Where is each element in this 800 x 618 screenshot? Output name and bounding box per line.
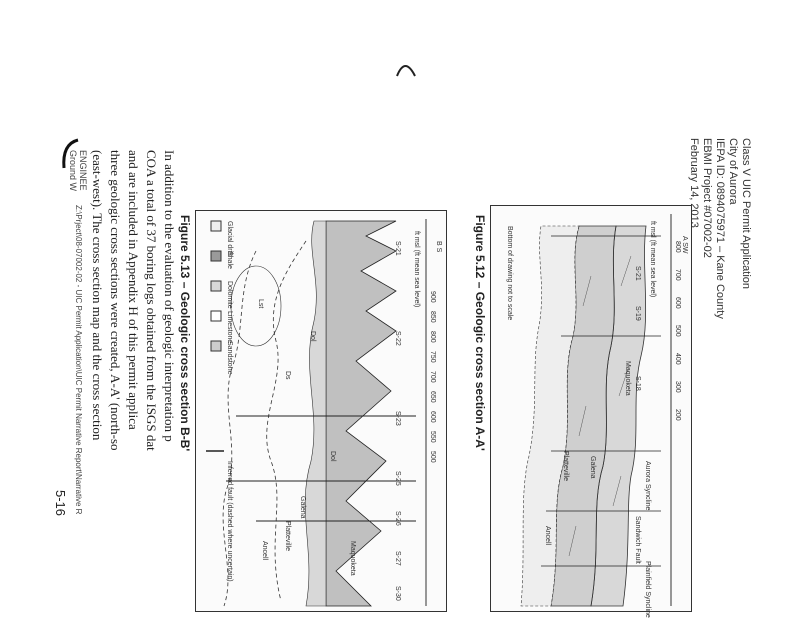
header-line-2: City of Aurora (727, 138, 739, 205)
figure-a-structure-aurora: Aurora Syncline (644, 461, 651, 511)
header-line-4: EBMI Project #07002-02 (701, 138, 713, 258)
figure-b-well-s21: S-21 (394, 241, 401, 256)
ytick-label: 700 (674, 269, 681, 281)
legend-inferred-fault: Inferred fault (dashed where uncertain) (226, 461, 233, 582)
ytick-label: 500 (674, 325, 681, 337)
figure-b-unit-maquoketa: Maquoketa (349, 541, 356, 576)
legend-limestone: Limestone (226, 311, 233, 344)
body-line-3: and are included in Appendix H of this p… (126, 150, 141, 430)
ytick-label: 850 (429, 311, 436, 323)
figure-a-unit-galena: Galena (589, 456, 596, 479)
ytick-label: 200 (674, 409, 681, 421)
figure-b-yaxis-label: ft msl (ft mean sea level) (413, 231, 420, 308)
footer-left-1: ENGINEE (78, 150, 88, 191)
hole-punch-icon (396, 65, 416, 77)
figure-a-note: Bottom of drawing not to scale (506, 226, 513, 321)
body-line-5: (east-west). The cross section map and t… (90, 150, 105, 441)
footer-path: Z:\Prject\08-07002-02 - UIC Permit Appli… (74, 205, 83, 515)
ytick-label: 500 (429, 451, 436, 463)
figure-b-well-s25: S-25 (394, 471, 401, 486)
ytick-label: 700 (429, 371, 436, 383)
body-line-1: In addition to the evaluation of geologi… (162, 150, 177, 442)
footer-left-2: Ground W (68, 150, 78, 192)
figure-a-well-s21: S-21 (634, 266, 641, 281)
figure-b-unit-platteville: Platteville (284, 521, 291, 551)
figure-a-unit-maquoketa: Maquoketa (624, 361, 631, 396)
figure-b-well-s30: S-30 (394, 586, 401, 601)
figure-a-structure-sandwich: Sandwich Fault (634, 516, 641, 564)
figure-cross-section-b: B S ft msl (ft mean sea level) S-21 S-22… (195, 210, 447, 612)
figure-cross-section-a: A SW ft msl (ft mean sea level) S-21 S-1… (490, 205, 692, 618)
figure-a-well-s18: S-18 (634, 376, 641, 391)
ytick-label: 800 (674, 241, 681, 253)
figure-a-unit-ancell: Ancell (544, 526, 551, 546)
body-line-4: three geologic cross sections were creat… (108, 150, 123, 451)
header-line-1: Class V UIC Permit Application (740, 138, 752, 289)
ytick-label: 750 (429, 351, 436, 363)
ytick-label: 800 (429, 331, 436, 343)
figure-a-yaxis-label: ft msl (ft mean sea level) (649, 221, 656, 298)
ytick-label: 550 (429, 431, 436, 443)
ytick-label: 650 (429, 391, 436, 403)
figure-b-well-s22: S-22 (394, 331, 401, 346)
legend-shale: Shale (226, 251, 233, 269)
figure-b-unit-dol-2: Dol (329, 451, 336, 462)
ytick-label: 900 (429, 291, 436, 303)
figure-b-unit-lst: Lst (257, 299, 264, 309)
figure-a-structure-plainfield: Plainfield Syncline (644, 561, 651, 618)
figure-a-end-left: A SW (681, 236, 688, 254)
binding-mark-icon (62, 138, 79, 169)
cross-section-b-drawing (206, 219, 427, 607)
page-number: 5-16 (53, 490, 68, 517)
figure-b-well-s26: S-26 (394, 511, 401, 526)
ytick-label: 300 (674, 381, 681, 393)
header-line-3: IEPA ID: 0894075971 – Kane County (714, 138, 726, 319)
legend-dolomite: Dolomite (226, 281, 233, 309)
body-line-2: COA a total of 37 boring logs obtained f… (144, 150, 159, 451)
figure-b-caption: Figure 5.13 – Geologic cross section B-B… (178, 215, 192, 452)
figure-b-well-s23: S-23 (394, 411, 401, 426)
cross-section-a-drawing (520, 214, 672, 607)
ytick-label: 600 (429, 411, 436, 423)
figure-b-end-left: B S (435, 241, 442, 253)
ytick-label: 400 (674, 353, 681, 365)
legend-sandstone: Sandstone (226, 341, 233, 375)
figure-b-unit-galena: Galena (299, 496, 306, 519)
figure-b-unit-ancell: Ancell (261, 541, 268, 561)
figure-b-unit-dol: Dol (309, 331, 316, 342)
figure-a-caption: Figure 5.12 – Geologic cross section A-A… (473, 215, 487, 451)
ytick-label: 600 (674, 297, 681, 309)
figure-b-well-s27: S-27 (394, 551, 401, 566)
figure-b-unit-ds: Ds (284, 371, 291, 380)
figure-a-unit-platteville: Platteville (562, 451, 569, 481)
figure-a-well-s19: S-19 (634, 306, 641, 321)
